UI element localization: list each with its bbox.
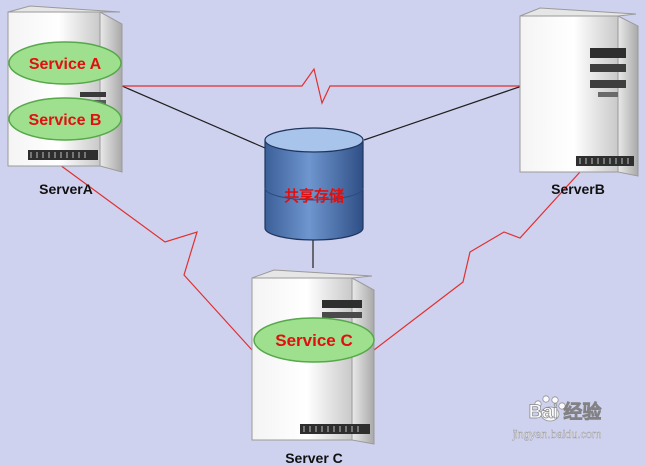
- service-c[interactable]: Service C: [253, 317, 375, 363]
- watermark-brand: Bai 经验: [529, 400, 603, 423]
- baidu-watermark: Bai 经验 jingyan.baidu.com: [511, 395, 603, 441]
- watermark-url: jingyan.baidu.com: [512, 429, 602, 441]
- service-a[interactable]: Service A: [8, 41, 122, 85]
- link-serverb-storage: [363, 85, 523, 141]
- server-b-label: ServerB: [551, 181, 605, 197]
- service-b[interactable]: Service B: [8, 97, 122, 141]
- service-c-label: Service C: [275, 331, 353, 350]
- server-b[interactable]: [519, 7, 639, 177]
- shared-storage[interactable]: 共享存储: [264, 127, 364, 241]
- service-b-label: Service B: [29, 112, 102, 129]
- storage-label: 共享存储: [284, 187, 344, 205]
- data-links: [121, 85, 523, 268]
- paw-icon: [534, 395, 566, 422]
- service-a-label: Service A: [29, 56, 102, 73]
- server-a-label: ServerA: [39, 181, 93, 197]
- link-servera-serverb: [122, 67, 522, 105]
- server-c-label: Server C: [285, 450, 343, 466]
- server-a[interactable]: [7, 5, 123, 173]
- link-servera-storage: [121, 85, 266, 149]
- link-serverb-serverc: [373, 171, 581, 351]
- heartbeat-links: [59, 67, 581, 351]
- link-servera-serverc: [59, 164, 253, 351]
